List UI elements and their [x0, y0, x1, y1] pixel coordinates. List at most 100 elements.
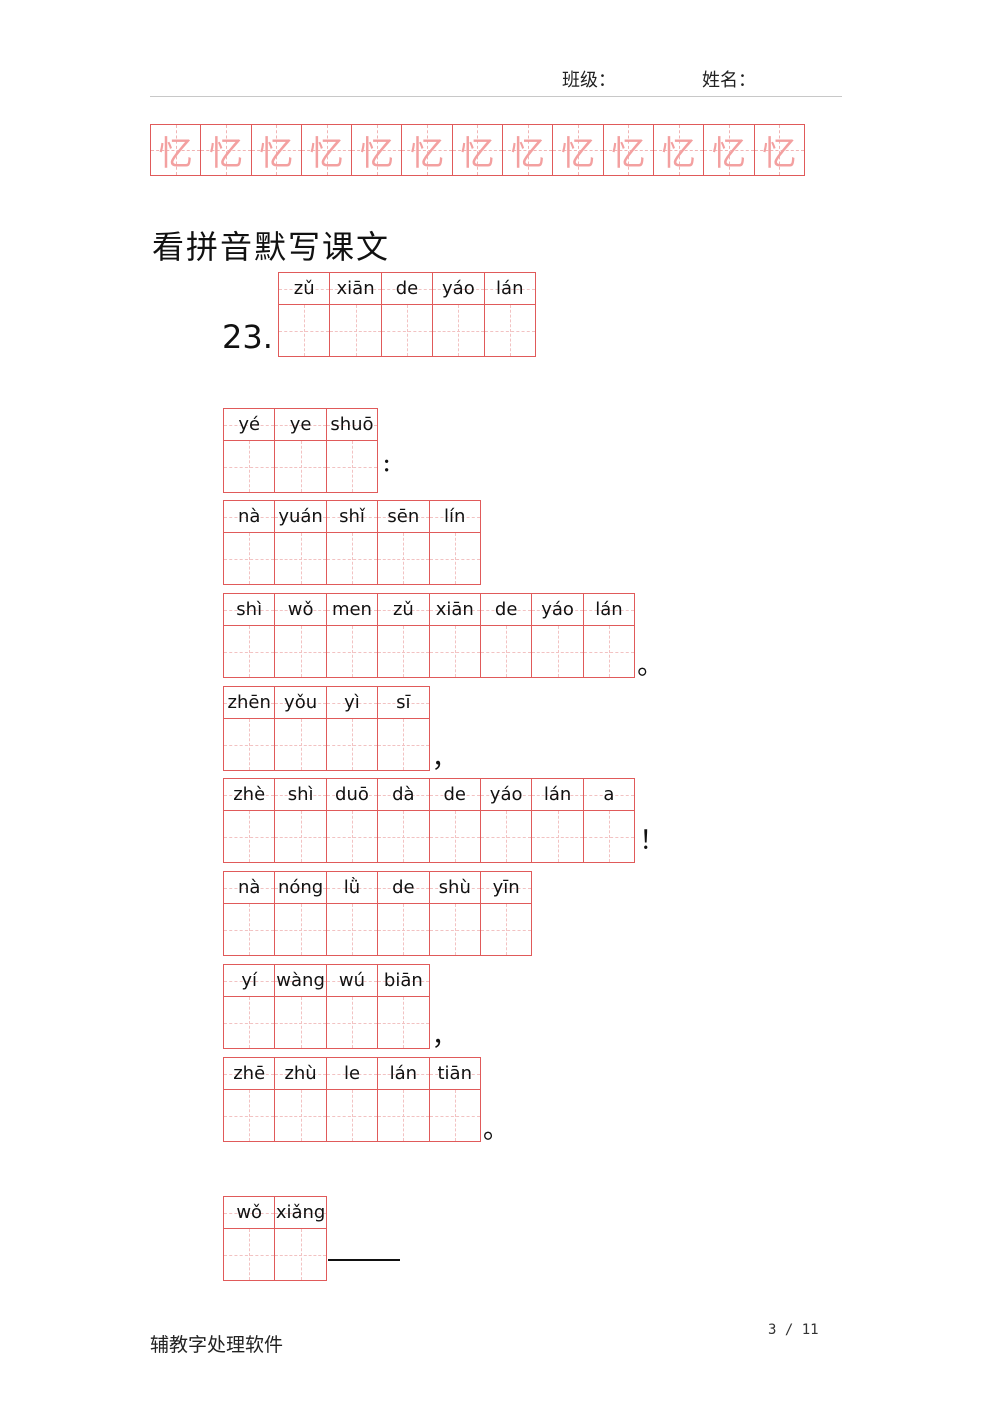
hanzi-writing-box[interactable] [224, 1229, 275, 1281]
grid-cell: yǒu [275, 687, 327, 771]
hanzi-writing-box[interactable] [532, 626, 584, 678]
grid-cell: dà [378, 779, 430, 863]
pinyin-text: yīn [492, 877, 520, 898]
pinyin-text: sī [396, 692, 411, 713]
pinyin-box: men [326, 594, 378, 626]
hanzi-writing-box[interactable] [378, 719, 429, 771]
hanzi-writing-box[interactable] [326, 719, 378, 771]
hanzi-writing-box[interactable] [275, 997, 327, 1049]
grid-cell: de [381, 273, 434, 357]
hanzi-writing-box[interactable] [275, 626, 327, 678]
pinyin-box: wǒ [224, 1197, 275, 1229]
hanzi-writing-box[interactable] [583, 626, 635, 678]
grid-cell: wàng [275, 965, 327, 1049]
hanzi-writing-box[interactable] [381, 305, 433, 357]
punctuation-mark: : [382, 448, 391, 478]
grid-cell: lán [378, 1058, 430, 1142]
pinyin-text: xiān [336, 278, 375, 299]
grid-cell: lán [583, 594, 636, 678]
pinyin-text: yáo [442, 278, 475, 299]
hanzi-writing-box[interactable] [275, 1229, 327, 1281]
pinyin-text: duō [335, 784, 369, 805]
hanzi-writing-box[interactable] [330, 305, 382, 357]
grid-cell: shù [429, 872, 481, 956]
hanzi-writing-box[interactable] [378, 626, 429, 678]
tracing-cell: 忆 [151, 125, 202, 175]
hanzi-writing-box[interactable] [224, 904, 275, 956]
name-label: 姓名： [702, 70, 756, 91]
pinyin-box: de [429, 779, 481, 811]
tracing-cell: 忆 [704, 125, 755, 175]
pinyin-text: shì [236, 599, 263, 620]
grid-cell: zhē [224, 1058, 276, 1142]
hanzi-writing-box[interactable] [326, 997, 378, 1049]
hanzi-writing-box[interactable] [224, 811, 275, 863]
hanzi-writing-box[interactable] [429, 533, 481, 585]
pinyin-box: yīn [480, 872, 532, 904]
hanzi-writing-box[interactable] [433, 305, 484, 357]
hanzi-writing-box[interactable] [429, 904, 481, 956]
pinyin-box: ye [275, 409, 327, 441]
hanzi-writing-box[interactable] [275, 1090, 327, 1142]
hanzi-writing-box[interactable] [326, 811, 378, 863]
pinyin-text: shuō [330, 414, 374, 435]
grid-cell: lǜ [326, 872, 379, 956]
section-title: 看拼音默写课文 [152, 228, 391, 266]
grid-cell: yīn [480, 872, 533, 956]
pinyin-box: nà [224, 501, 275, 533]
pinyin-text: men [331, 599, 372, 620]
hanzi-writing-box[interactable] [326, 1090, 378, 1142]
hanzi-writing-box[interactable] [224, 441, 275, 493]
grid-cell: zhè [224, 779, 276, 863]
grid-cell: zhù [275, 1058, 327, 1142]
hanzi-writing-box[interactable] [326, 626, 378, 678]
pinyin-text: zhēn [227, 692, 271, 713]
hanzi-writing-box[interactable] [429, 626, 481, 678]
pinyin-text: de [443, 784, 467, 805]
pinyin-text: dà [392, 784, 415, 805]
grid-cell: yuán [275, 501, 327, 585]
hanzi-writing-box[interactable] [583, 811, 635, 863]
hanzi-writing-box[interactable] [275, 811, 327, 863]
hanzi-writing-box[interactable] [378, 811, 429, 863]
hanzi-writing-box[interactable] [275, 441, 327, 493]
hanzi-writing-box[interactable] [429, 811, 481, 863]
hanzi-writing-box[interactable] [532, 811, 584, 863]
tracing-cell: 忆 [402, 125, 453, 175]
pinyin-box: lán [484, 273, 536, 305]
hanzi-writing-box[interactable] [480, 904, 532, 956]
grid-cell: nà [224, 501, 276, 585]
hanzi-writing-box[interactable] [224, 997, 275, 1049]
pinyin-text: lán [389, 1063, 418, 1084]
hanzi-writing-box[interactable] [275, 719, 327, 771]
tracing-cell: 忆 [201, 125, 252, 175]
hanzi-writing-box[interactable] [378, 533, 429, 585]
pinyin-box: shuō [326, 409, 378, 441]
hanzi-writing-box[interactable] [224, 626, 275, 678]
hanzi-writing-box[interactable] [326, 904, 378, 956]
hanzi-writing-box[interactable] [224, 1090, 275, 1142]
pinyin-box: yì [326, 687, 378, 719]
pinyin-text: tiān [437, 1063, 473, 1084]
hanzi-writing-box[interactable] [378, 1090, 429, 1142]
hanzi-writing-box[interactable] [224, 719, 275, 771]
hanzi-writing-box[interactable] [480, 811, 532, 863]
hanzi-writing-box[interactable] [480, 626, 532, 678]
hanzi-writing-box[interactable] [275, 533, 327, 585]
hanzi-writing-box[interactable] [326, 441, 378, 493]
hanzi-writing-box[interactable] [224, 533, 275, 585]
hanzi-writing-box[interactable] [484, 305, 536, 357]
hanzi-writing-box[interactable] [279, 305, 330, 357]
hanzi-writing-box[interactable] [275, 904, 327, 956]
tracing-char: 忆 [309, 133, 344, 174]
hanzi-writing-box[interactable] [429, 1090, 481, 1142]
hanzi-writing-box[interactable] [378, 997, 429, 1049]
grid-cell: zǔ [378, 594, 430, 678]
hanzi-writing-box[interactable] [326, 533, 378, 585]
hanzi-writing-box[interactable] [378, 904, 429, 956]
grid-cell: yé [224, 409, 276, 493]
